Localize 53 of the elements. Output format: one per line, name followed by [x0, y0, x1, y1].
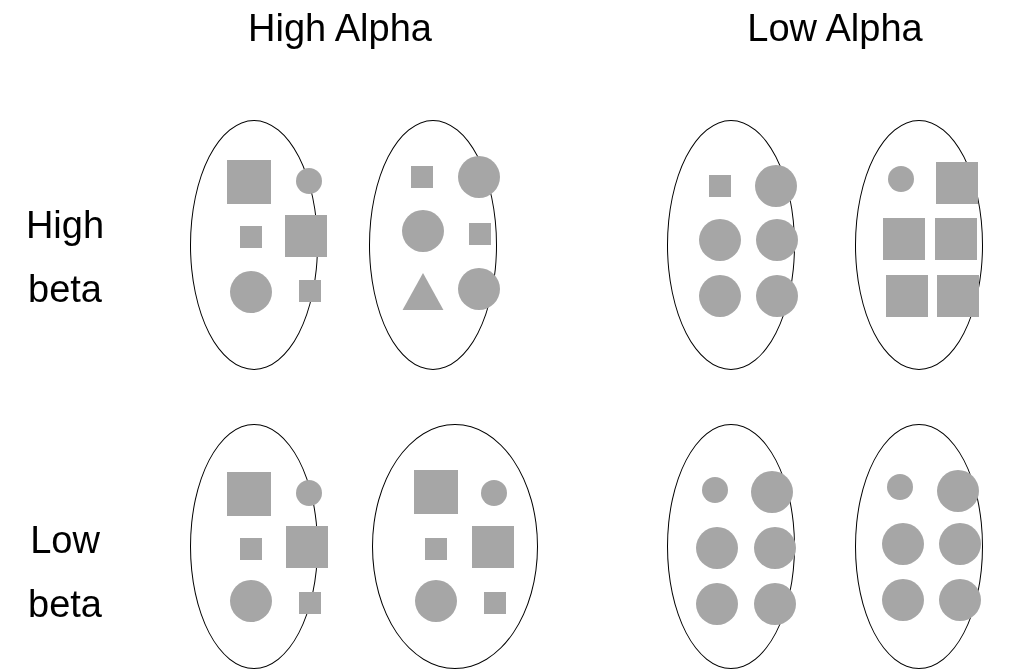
square-shape [410, 165, 433, 188]
circle-shape [229, 579, 272, 622]
circle-shape [480, 479, 507, 506]
triangle-shape [401, 272, 444, 311]
square-shape [413, 469, 458, 514]
circle-shape [938, 522, 981, 565]
column-heading: Low Alpha [747, 8, 923, 50]
square-shape [226, 159, 271, 204]
square-shape [424, 537, 447, 560]
square-shape [936, 274, 979, 317]
square-shape [471, 525, 514, 568]
circle-shape [698, 218, 741, 261]
square-shape [298, 279, 321, 302]
circle-shape [755, 274, 798, 317]
circle-shape [698, 274, 741, 317]
column-heading: High Alpha [248, 8, 432, 50]
circle-shape [295, 479, 322, 506]
circle-shape [695, 526, 738, 569]
square-shape [708, 174, 731, 197]
circle-shape [936, 469, 979, 512]
square-shape [882, 217, 925, 260]
square-shape [285, 525, 328, 568]
circle-shape [755, 218, 798, 261]
row-label: High beta [24, 203, 106, 312]
square-shape [284, 214, 327, 257]
square-shape [935, 161, 978, 204]
circle-shape [938, 578, 981, 621]
circle-shape [753, 526, 796, 569]
circle-shape [401, 209, 444, 252]
circle-shape [229, 270, 272, 313]
circle-shape [695, 582, 738, 625]
circle-shape [701, 476, 728, 503]
square-shape [468, 222, 491, 245]
square-shape [226, 471, 271, 516]
square-shape [239, 225, 262, 248]
circle-shape [881, 522, 924, 565]
square-shape [885, 274, 928, 317]
ellipse [372, 424, 538, 669]
row-label: Low beta [27, 518, 103, 627]
square-shape [934, 217, 977, 260]
circle-shape [457, 155, 500, 198]
circle-shape [887, 165, 914, 192]
circle-shape [881, 578, 924, 621]
circle-shape [295, 167, 322, 194]
square-shape [298, 591, 321, 614]
circle-shape [750, 470, 793, 513]
circle-shape [457, 267, 500, 310]
circle-shape [754, 164, 797, 207]
circle-shape [886, 473, 913, 500]
square-shape [239, 537, 262, 560]
circle-shape [414, 579, 457, 622]
square-shape [483, 591, 506, 614]
circle-shape [753, 582, 796, 625]
